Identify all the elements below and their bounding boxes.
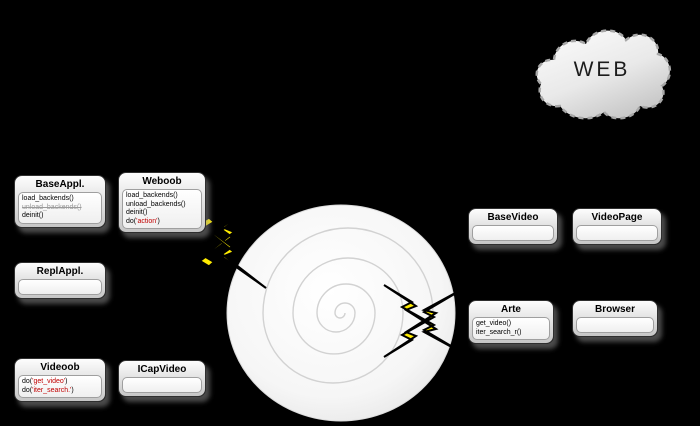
spiral-shape <box>226 204 456 422</box>
method-text: load_backends() <box>126 192 178 199</box>
class-box-icapvideo: ICapVideo <box>118 360 206 397</box>
bolt-shape <box>383 284 469 357</box>
method-text: do( <box>22 378 33 385</box>
cloud-outline <box>535 29 671 120</box>
method-text: deinit() <box>22 212 44 219</box>
class-box-videoob: Videoob do('get_video') do('iter_search.… <box>14 358 106 402</box>
method-text: do( <box>22 386 33 394</box>
method-line: load_backends() <box>126 192 198 201</box>
method-line: deinit() <box>126 209 198 218</box>
method-line: unload_backends() <box>126 201 198 210</box>
class-methods: get_video() iter_search_r() <box>472 317 550 340</box>
class-box-arte: Arte get_video() iter_search_r() <box>468 300 554 344</box>
spiral-disc <box>226 204 456 422</box>
class-methods <box>576 317 654 333</box>
class-title: ICapVideo <box>137 364 187 375</box>
class-title: BaseVideo <box>487 212 539 223</box>
method-line: deinit() <box>22 212 98 221</box>
method-text: 'get_video' <box>32 378 66 385</box>
method-line: get_video() <box>476 320 546 329</box>
cloud-shape <box>535 29 671 120</box>
web-cloud: WEB <box>528 20 676 132</box>
method-line: iter_search_r() <box>476 329 546 338</box>
method-line: load_backends() <box>22 195 98 204</box>
class-box-browser: Browser <box>572 300 658 337</box>
class-methods: load_backends() unload_backends() deinit… <box>18 192 102 224</box>
method-line: do('get_video') <box>22 378 98 387</box>
web-label: WEB <box>573 58 631 81</box>
method-text: ) <box>65 378 68 385</box>
method-line: unload_backends() <box>22 204 98 213</box>
lightning-bolt-right <box>383 284 469 358</box>
class-title: BaseAppl. <box>35 179 85 190</box>
method-text: do( <box>126 217 137 225</box>
class-title: Browser <box>594 304 635 315</box>
method-text: unload_backends() <box>126 200 186 208</box>
class-box-videopage: VideoPage <box>572 208 662 245</box>
class-title: Arte <box>500 304 521 315</box>
method-text: 'action' <box>136 217 158 225</box>
class-box-baseappl: BaseAppl. load_backends() unload_backend… <box>14 175 106 228</box>
class-title: Videoob <box>40 362 80 373</box>
method-text: iter_search_r() <box>476 328 522 336</box>
class-methods <box>122 377 202 393</box>
class-methods <box>576 225 658 241</box>
class-box-basevideo: BaseVideo <box>468 208 558 245</box>
class-methods <box>472 225 554 241</box>
class-box-replappl: ReplAppl. <box>14 262 106 299</box>
class-box-weboob: Weboob load_backends() unload_backends()… <box>118 172 206 233</box>
method-text: deinit() <box>126 209 148 216</box>
method-text: ) <box>71 386 74 394</box>
class-methods: do('get_video') do('iter_search.') <box>18 375 102 398</box>
method-text: 'iter_search.' <box>32 386 72 394</box>
method-text: load_backends() <box>22 195 74 202</box>
class-methods: load_backends() unload_backends() deinit… <box>122 189 202 229</box>
method-text: get_video() <box>476 320 512 327</box>
class-title: ReplAppl. <box>36 266 84 277</box>
method-text: ) <box>157 217 160 225</box>
class-methods <box>18 279 102 295</box>
spiral-curve <box>262 227 434 384</box>
method-line: do('iter_search.') <box>22 387 98 396</box>
method-text: unload_backends() <box>22 203 82 211</box>
class-title: Weboob <box>142 176 182 187</box>
method-line: do('action') <box>126 218 198 227</box>
class-title: VideoPage <box>591 212 643 223</box>
